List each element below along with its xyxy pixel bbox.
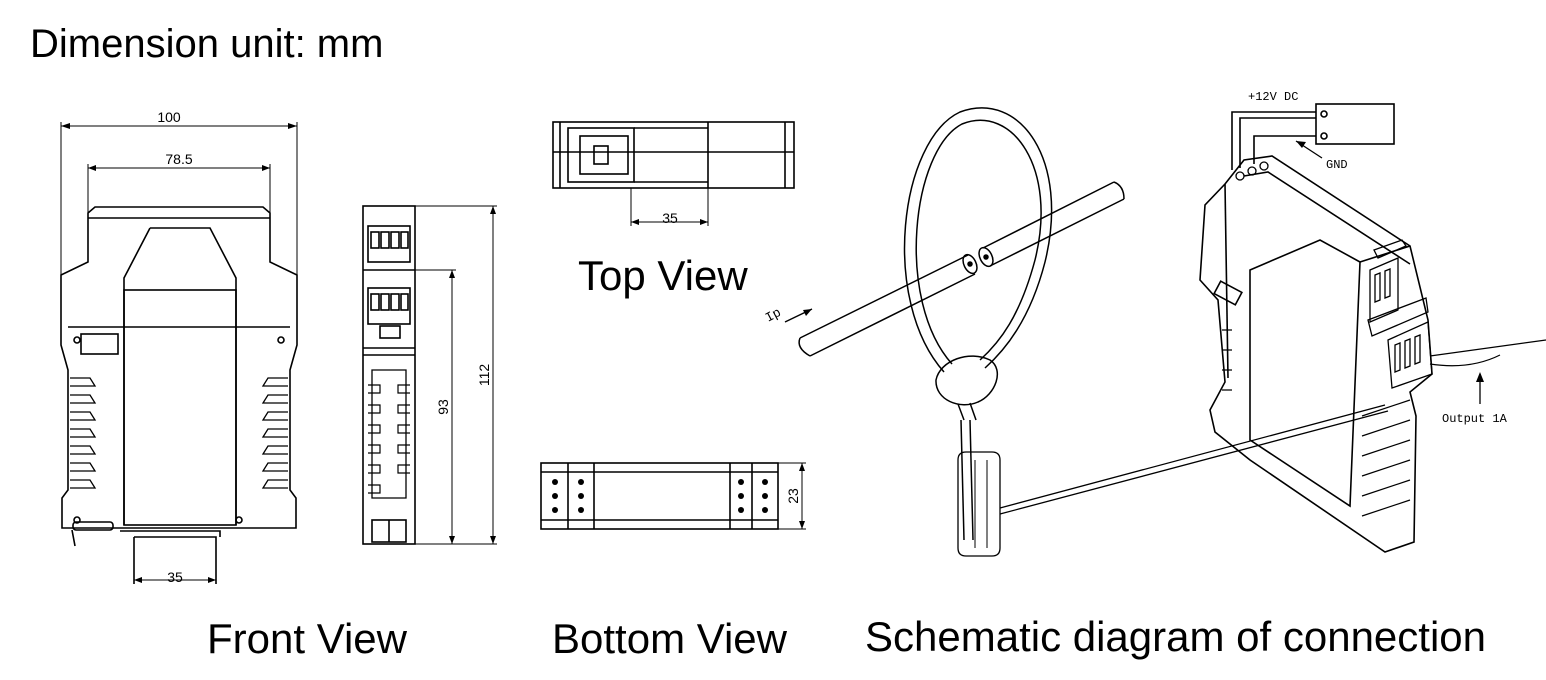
dim-bottom-height: 23: [785, 488, 801, 504]
top-view-label: Top View: [578, 252, 748, 299]
label-output: Output 1A: [1442, 412, 1508, 426]
front-view-drawing: [60, 122, 298, 584]
conductor-cable: [784, 181, 1125, 357]
rogowski-coil: [903, 107, 1389, 557]
transmitter-module: [1199, 103, 1546, 553]
dim-side-height-outer: 112: [476, 364, 492, 387]
dim-top-width: 35: [662, 210, 678, 226]
front-view-label: Front View: [207, 615, 407, 662]
label-primary-current: Ip: [763, 305, 784, 326]
dim-side-height-inner: 93: [435, 399, 451, 415]
dimension-unit-title: Dimension unit: mm: [30, 22, 384, 66]
dim-front-width-inner: 78.5: [165, 151, 192, 167]
label-power-supply: +12V DC: [1248, 90, 1298, 104]
bottom-view-drawing: [540, 462, 806, 530]
schematic-diagram-label: Schematic diagram of connection: [865, 613, 1486, 660]
label-ground: GND: [1326, 158, 1348, 172]
dim-front-width-outer: 100: [157, 109, 181, 125]
dim-front-rail: 35: [167, 569, 183, 585]
schematic-drawing: [784, 103, 1546, 557]
bottom-view-label: Bottom View: [552, 615, 787, 662]
side-view-drawing: [362, 205, 497, 545]
top-view-drawing: [552, 121, 795, 226]
